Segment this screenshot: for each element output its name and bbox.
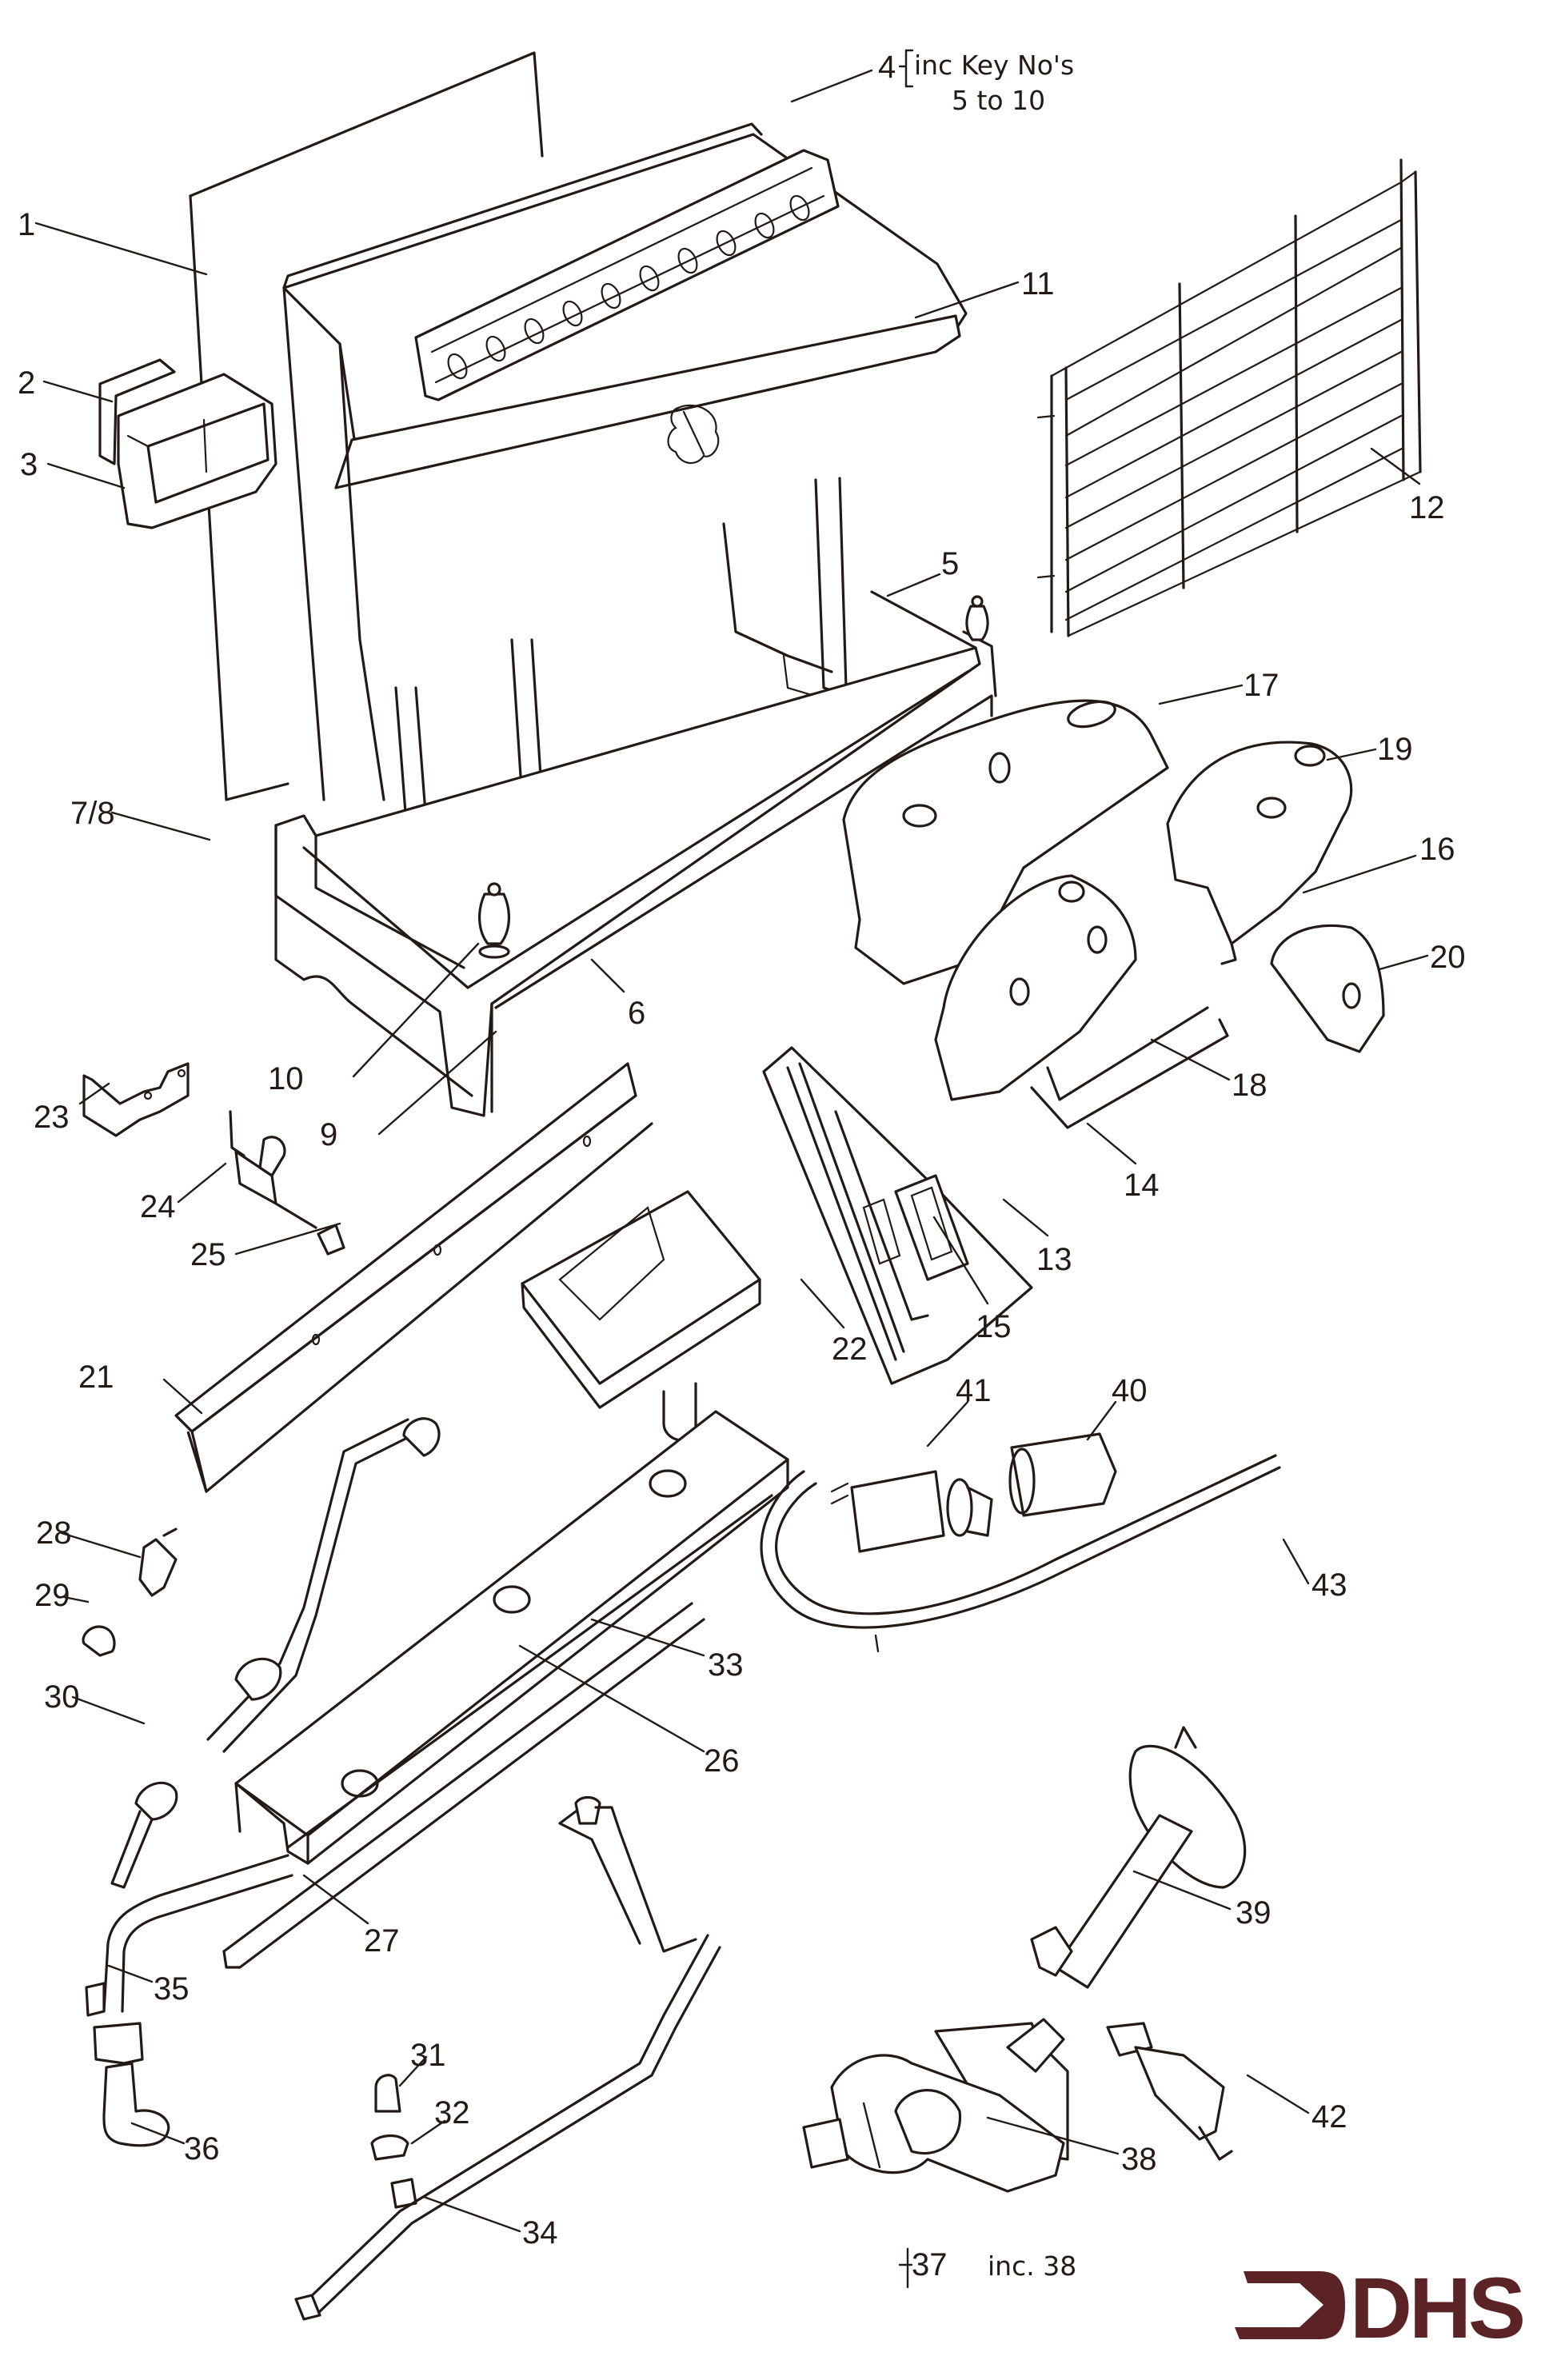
callout-6[interactable]: 6 bbox=[628, 996, 645, 1031]
callout-37[interactable]: 37 bbox=[912, 2247, 948, 2282]
callout-35[interactable]: 35 bbox=[154, 1971, 190, 2007]
callout-24[interactable]: 24 bbox=[140, 1189, 176, 1224]
callout-36[interactable]: 36 bbox=[184, 2131, 220, 2166]
callout-2[interactable]: 2 bbox=[18, 365, 35, 401]
callout-39[interactable]: 39 bbox=[1236, 1895, 1272, 1931]
callout-19[interactable]: 19 bbox=[1377, 732, 1413, 767]
callout-14[interactable]: 14 bbox=[1124, 1168, 1160, 1203]
callout-15[interactable]: 15 bbox=[976, 1309, 1012, 1344]
callout-42[interactable]: 42 bbox=[1311, 2099, 1347, 2134]
callout-32[interactable]: 32 bbox=[434, 2095, 470, 2130]
inlet-pipe-drawing bbox=[85, 1854, 293, 2147]
burner-tray-drawing bbox=[762, 1046, 1033, 1385]
callout-11[interactable]: 11 bbox=[1021, 266, 1055, 301]
hearth-drawing bbox=[274, 590, 997, 1117]
fireguard-drawing bbox=[1036, 158, 1422, 637]
callout-5[interactable]: 5 bbox=[941, 546, 959, 581]
flue-spigot-drawing bbox=[98, 358, 277, 529]
callout-labels: 1 2 3 4 5 6 7/8 9 10 11 12 13 14 15 16 1… bbox=[18, 50, 1466, 2282]
callout-20[interactable]: 20 bbox=[1430, 940, 1466, 975]
callout-33[interactable]: 33 bbox=[708, 1647, 744, 1683]
pilot-shield-drawing bbox=[521, 1190, 761, 1442]
callout-41[interactable]: 41 bbox=[956, 1373, 992, 1408]
callout-27[interactable]: 27 bbox=[364, 1923, 400, 1959]
valve-includes-note: inc. 38 bbox=[988, 2250, 1076, 2282]
callout-31[interactable]: 31 bbox=[410, 2038, 446, 2073]
callout-29[interactable]: 29 bbox=[34, 1578, 70, 1613]
callout-13[interactable]: 13 bbox=[1036, 1242, 1072, 1277]
leader-lines bbox=[34, 49, 1429, 2289]
angle-bracket-drawing bbox=[174, 1062, 653, 1493]
callout-7-8[interactable]: 7/8 bbox=[70, 796, 115, 831]
callout-28[interactable]: 28 bbox=[36, 1515, 72, 1551]
pilot-pipe-drawing bbox=[82, 1417, 441, 1889]
case-includes-note-line1: inc Key No's bbox=[914, 50, 1074, 81]
callout-4[interactable]: 4 bbox=[878, 50, 896, 85]
callout-25[interactable]: 25 bbox=[190, 1237, 226, 1272]
logo-text: DHS bbox=[1350, 2267, 1523, 2343]
callout-30[interactable]: 30 bbox=[44, 1679, 80, 1715]
valve-drawing bbox=[802, 1726, 1247, 2193]
callout-43[interactable]: 43 bbox=[1311, 1567, 1347, 1603]
callout-38[interactable]: 38 bbox=[1121, 2142, 1157, 2177]
canopy-drawing bbox=[282, 122, 968, 897]
callout-9[interactable]: 9 bbox=[320, 1117, 337, 1152]
callout-12[interactable]: 12 bbox=[1409, 490, 1445, 525]
callout-3[interactable]: 3 bbox=[20, 447, 38, 482]
callout-34[interactable]: 34 bbox=[522, 2215, 558, 2250]
pilot-bracket-drawing bbox=[82, 1062, 345, 1256]
arrow-bracket-icon bbox=[1235, 2271, 1345, 2339]
callout-17[interactable]: 17 bbox=[1244, 668, 1280, 703]
callout-22[interactable]: 22 bbox=[832, 1332, 868, 1367]
case-includes-note-line2: 5 to 10 bbox=[952, 85, 1045, 116]
assembly-notes: inc Key No's 5 to 10 inc. 38 bbox=[914, 50, 1076, 2282]
leaf-emblem bbox=[667, 404, 720, 465]
manifold-drawing bbox=[222, 1410, 789, 1969]
callout-23[interactable]: 23 bbox=[34, 1100, 70, 1135]
coal-bed-drawing bbox=[842, 699, 1385, 1129]
dhs-logo: DHS bbox=[1235, 2267, 1526, 2343]
callout-18[interactable]: 18 bbox=[1232, 1068, 1268, 1103]
callout-16[interactable]: 16 bbox=[1419, 832, 1455, 867]
callout-26[interactable]: 26 bbox=[704, 1743, 740, 1779]
igniter-drawing bbox=[760, 1432, 1281, 1629]
callout-21[interactable]: 21 bbox=[78, 1360, 114, 1395]
gas-pipe-drawing bbox=[294, 1795, 721, 2321]
callout-1[interactable]: 1 bbox=[18, 207, 35, 242]
callout-10[interactable]: 10 bbox=[268, 1061, 304, 1096]
callout-40[interactable]: 40 bbox=[1112, 1373, 1148, 1408]
ornament-pattern bbox=[447, 194, 810, 380]
